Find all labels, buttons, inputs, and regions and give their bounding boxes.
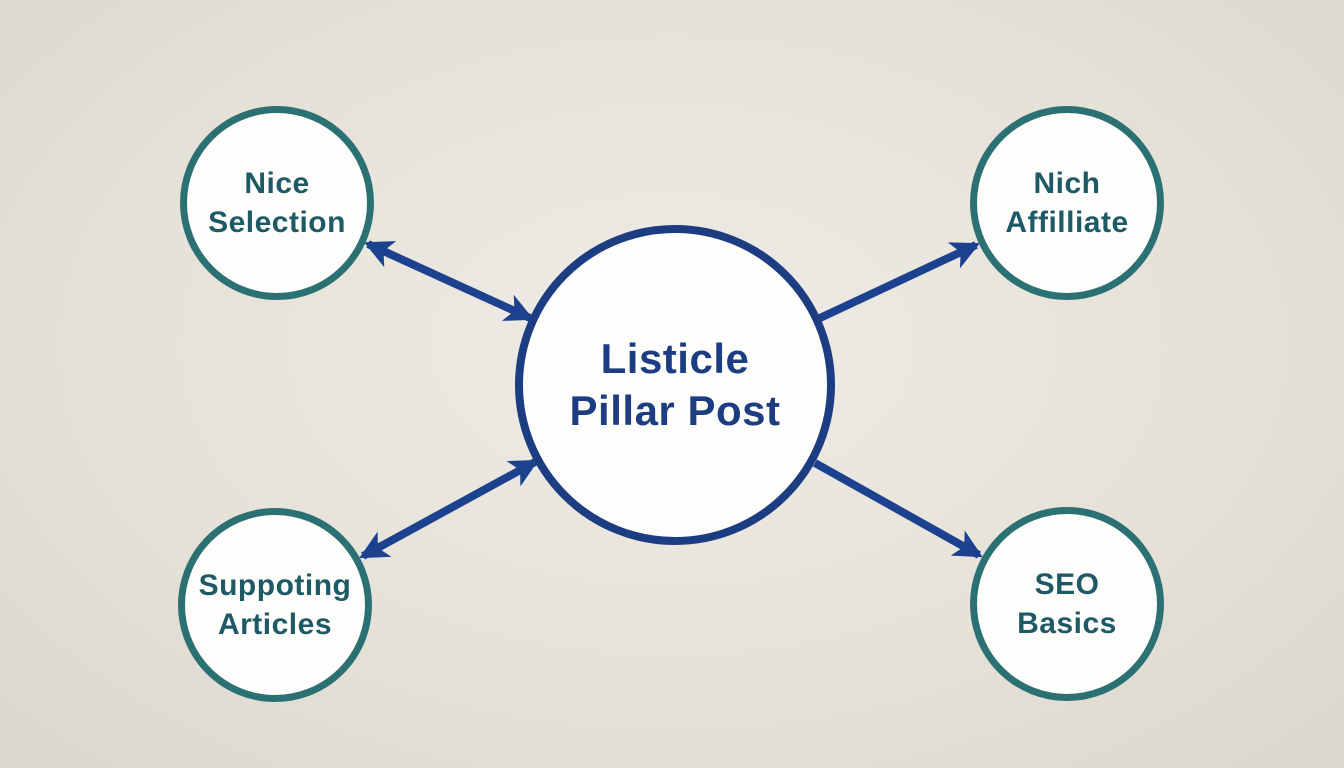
node-label-niche-selection: Nice Selection (208, 167, 346, 239)
arrow-center-niche-selection (364, 240, 534, 322)
node-label-seo-basics: SEO Basics (1017, 568, 1117, 640)
node-niche-selection: Nice Selection (180, 106, 374, 300)
node-niche-affiliate: Nich Affilliate (970, 106, 1164, 300)
arrow-center-to-seo-basics (813, 459, 983, 559)
node-label-niche-affiliate: Nich Affilliate (1005, 167, 1129, 239)
node-label-supporting-articles: Suppoting Articles (198, 569, 352, 641)
center-node-label: Listicle Pillar Post (569, 334, 781, 435)
node-supporting-articles: Suppoting Articles (178, 508, 372, 702)
arrow-center-to-niche-affiliate (818, 241, 980, 322)
node-listicle-pillar-post: Listicle Pillar Post (515, 225, 835, 545)
arrow-center-supporting-articles (359, 458, 539, 560)
node-seo-basics: SEO Basics (970, 507, 1164, 701)
